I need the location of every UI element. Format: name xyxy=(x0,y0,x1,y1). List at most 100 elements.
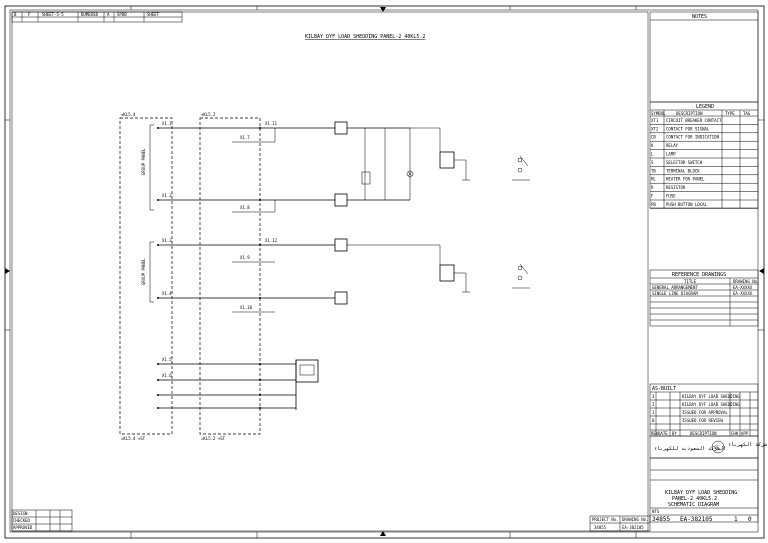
top-left-cell-4: DUMEOSB xyxy=(81,12,98,17)
revision-cell: 2 xyxy=(652,402,655,407)
relay-group-1 xyxy=(334,121,470,207)
svg-text:34855: 34855 xyxy=(594,525,607,530)
legend-cell: TERMINAL BLOCK xyxy=(666,168,700,173)
cabinet-right-label: +KL5.2 xyxy=(201,112,216,117)
svg-text:KILBAY DYF LOAD SHEDDING: KILBAY DYF LOAD SHEDDING xyxy=(665,490,737,496)
legend-cell: CONTACT FOR INDICATION xyxy=(666,135,720,140)
drawing-number: EA-382105 xyxy=(680,516,713,523)
revision-cell: 3 xyxy=(652,394,655,399)
svg-text:GENERAL ARRANGEMENT: GENERAL ARRANGEMENT xyxy=(652,285,698,290)
revision-cell: 1 xyxy=(652,410,655,415)
svg-text:EA-382105: EA-382105 xyxy=(622,525,644,530)
svg-text:شركة الكهرباء: شركة الكهرباء xyxy=(728,442,767,448)
revision-cell: 0 xyxy=(652,418,655,423)
bottom-right-strip: PROJECT No. 34855 DRAWING No. EA-382105 xyxy=(589,515,651,532)
zone-ticks xyxy=(5,6,764,538)
svg-text:DESIGN: DESIGN xyxy=(13,511,28,516)
revision-cell: ISSUED FOR REVIEW xyxy=(682,418,724,423)
panel-heater-socket xyxy=(295,359,319,383)
bottom-left-block: DESIGN CHECKED APPROVED xyxy=(11,509,73,532)
legend-cell: SELECTOR SWITCH xyxy=(666,160,703,165)
legend-cell: XT1 xyxy=(651,118,659,123)
legend-cell: XT2 xyxy=(651,126,659,131)
top-left-cell-3: SHEET-5-5 xyxy=(42,12,64,17)
legend-cell: CB xyxy=(651,135,656,140)
legend-cell: R xyxy=(651,185,654,190)
svg-text:X1.2: X1.2 xyxy=(162,193,172,198)
legend-table: LEGEND SYMBOL DESCRIPTION TYPE TAG XT1 CI… xyxy=(649,101,759,209)
drawing-area xyxy=(11,11,649,532)
relay-group-2 xyxy=(334,238,470,305)
svg-text:الشركة السعودية للكهرباء: الشركة السعودية للكهرباء xyxy=(654,446,726,452)
svg-text:REFERENCE DRAWINGS: REFERENCE DRAWINGS xyxy=(672,272,726,278)
legend-cell: TB xyxy=(651,168,656,173)
svg-text:PROJECT No.: PROJECT No. xyxy=(592,517,619,522)
svg-text:REV: REV xyxy=(651,431,659,436)
svg-text:DRAWING No.: DRAWING No. xyxy=(733,279,760,284)
svg-text:X1.1: X1.1 xyxy=(162,121,172,126)
top-left-block: B F SHEET-5-5 DUMEOSB A SPDB SHEET xyxy=(11,11,183,23)
legend-cell: HEATER FOR PANEL xyxy=(666,177,705,182)
top-left-cell-1: B xyxy=(14,12,17,17)
sheet-number: 1 xyxy=(734,516,738,523)
svg-text:LEGEND: LEGEND xyxy=(696,104,714,110)
svg-text:TYPE: TYPE xyxy=(725,111,735,116)
svg-text:X1.8: X1.8 xyxy=(240,205,250,210)
svg-text:SCHEMATIC DIAGRAM: SCHEMATIC DIAGRAM xyxy=(668,502,719,508)
svg-text:GROUP PANEL: GROUP PANEL xyxy=(141,258,146,285)
svg-text:X1.11: X1.11 xyxy=(265,121,278,126)
svg-text:AS-BUILT: AS-BUILT xyxy=(652,386,676,392)
svg-text:X1.12: X1.12 xyxy=(265,238,278,243)
legend-cell: K xyxy=(651,143,654,148)
legend-cell: FUSE xyxy=(666,194,676,199)
legend-cell: F xyxy=(651,194,654,199)
revision-cell: KILBAY DYF LOAD SHEDDING xyxy=(682,394,740,399)
cabinet-right-bottom-label: =KL5.2 +ST xyxy=(201,436,226,441)
cabinet-left-bottom-label: =KL5.4 +ST xyxy=(121,436,146,441)
legend-cell: LAMP xyxy=(666,152,676,157)
legend-cell: CIRCUIT BREAKER CONTACT xyxy=(666,118,722,123)
svg-text:PANEL-2 40KL5.2: PANEL-2 40KL5.2 xyxy=(672,496,717,502)
company-block: الشركة السعودية للكهرباء SE شركة الكهربا… xyxy=(649,435,767,459)
legend-cell: L xyxy=(651,152,654,157)
svg-text:X1.4: X1.4 xyxy=(162,291,172,296)
center-arrow-bottom xyxy=(380,531,386,536)
svg-text:EA-XXXXX: EA-XXXXX xyxy=(733,285,753,290)
reference-drawings: REFERENCE DRAWINGS TITLE DRAWING No. GEN… xyxy=(649,269,760,327)
inner-border xyxy=(9,9,759,533)
svg-text:EA-XXXXX: EA-XXXXX xyxy=(733,291,753,296)
group-bracket-1: GROUP PANEL xyxy=(141,124,154,211)
svg-text:TAG: TAG xyxy=(743,111,751,116)
legend-cell: RELAY xyxy=(666,143,679,148)
svg-text:DESCRIPTION: DESCRIPTION xyxy=(676,111,703,116)
svg-text:BY: BY xyxy=(672,431,677,436)
svg-text:TITLE: TITLE xyxy=(684,279,697,284)
svg-text:APPROVED: APPROVED xyxy=(13,525,33,530)
svg-text:APP: APP xyxy=(741,431,749,436)
svg-text:CHECKED: CHECKED xyxy=(13,518,30,523)
svg-text:X1.10: X1.10 xyxy=(240,305,253,310)
svg-text:DESCRIPTION: DESCRIPTION xyxy=(690,431,717,436)
terminal-dots xyxy=(157,127,261,409)
drawing-title: KILBAY DYF LOAD SHEDDING PANEL-2 40KL5.2 xyxy=(305,34,425,40)
title-block: KILBAY DYF LOAD SHEDDING PANEL-2 40KL5.2… xyxy=(649,457,759,523)
svg-text:DATE: DATE xyxy=(658,431,668,436)
cabinet-left xyxy=(119,117,173,435)
svg-text:X1.3: X1.3 xyxy=(162,238,172,243)
revision-number: 0 xyxy=(748,516,752,523)
wiring xyxy=(158,127,335,410)
center-arrow-top xyxy=(380,7,386,12)
legend-cell: CONTACT FOR SIGNAL xyxy=(666,126,710,131)
center-arrow-left xyxy=(5,268,10,274)
svg-text:NTS: NTS xyxy=(652,509,660,514)
company-logo: SE xyxy=(714,445,719,450)
top-left-cell-6: SPDB xyxy=(117,12,127,17)
top-left-cell-5: A xyxy=(107,12,110,17)
legend-cell: PB xyxy=(651,202,656,207)
revision-cell: KILBAY DYF LOAD SHEDDING xyxy=(682,402,740,407)
legend-cell: RESISTOR xyxy=(666,185,686,190)
svg-text:SYMBOL: SYMBOL xyxy=(651,111,666,116)
terminal-labels: X1.1 X1.2 X1.3 X1.4 X1.5 X1.6 X1.7 X1.8 … xyxy=(162,121,278,378)
